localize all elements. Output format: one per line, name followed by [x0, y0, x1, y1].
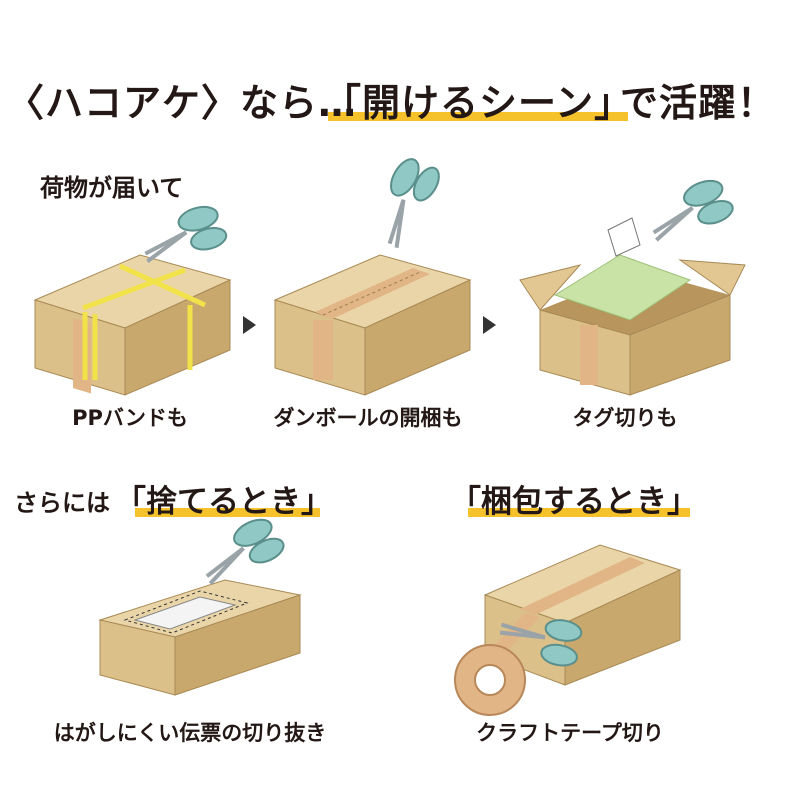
box-flap-left [519, 264, 582, 311]
label-cut-line [123, 590, 249, 634]
headline: 〈ハコアケ〉なら… 「開けるシーン」 で活躍！ [0, 62, 800, 132]
box-front-tape [580, 325, 598, 385]
section-discard-caption: はがしにくい伝票の切り抜き [53, 721, 327, 745]
headline-highlight [328, 112, 628, 121]
headline-part2: 「開けるシーン」 [323, 81, 634, 125]
scissors-icon [652, 179, 734, 242]
section-pack-caption: クラフトテープ切り [476, 721, 664, 745]
box-front-tape [73, 318, 91, 394]
tag-cutting-illustration [519, 179, 746, 396]
scissors-icon [144, 205, 228, 263]
shipping-label [133, 596, 237, 630]
box-side [629, 294, 731, 396]
step-caption-unpacking: ダンボールの開梱も [273, 406, 463, 430]
section-discard-highlight [135, 508, 320, 517]
label-cutting-illustration [98, 518, 302, 696]
kraft-tape-illustration [454, 544, 682, 716]
box-side [174, 594, 301, 696]
tape-roll-core [474, 664, 506, 696]
section-pack-highlight [468, 508, 690, 517]
box-top-tape [520, 557, 645, 615]
scissors-icon [499, 619, 583, 667]
section-discard-title: 「捨てるとき」 [115, 484, 332, 520]
step-arrow-2 [483, 316, 496, 334]
box-front-tape [313, 320, 333, 380]
scissors-icon [205, 518, 285, 585]
headline-part1: 〈ハコアケ〉なら… [6, 81, 358, 125]
tag [607, 217, 641, 257]
section-discard-prefix: さらには [14, 489, 110, 517]
step-caption-tag: タグ切りも [572, 406, 678, 430]
step-caption-pp-band: PPバンドも [72, 406, 188, 430]
headline-part3: で活躍！ [620, 81, 777, 125]
pp-band [82, 263, 207, 380]
box-side [364, 279, 471, 396]
box-side [124, 279, 231, 396]
step-arrow-1 [243, 316, 256, 334]
pp-band-box-illustration [33, 205, 232, 396]
shirt [553, 254, 692, 321]
box-unpacking-illustration [273, 158, 472, 396]
box-flap-right [678, 259, 746, 296]
step-intro: 荷物が届いて [40, 174, 184, 202]
scissors-icon [387, 158, 440, 248]
section-pack-title: 「梱包するとき」 [450, 484, 698, 520]
